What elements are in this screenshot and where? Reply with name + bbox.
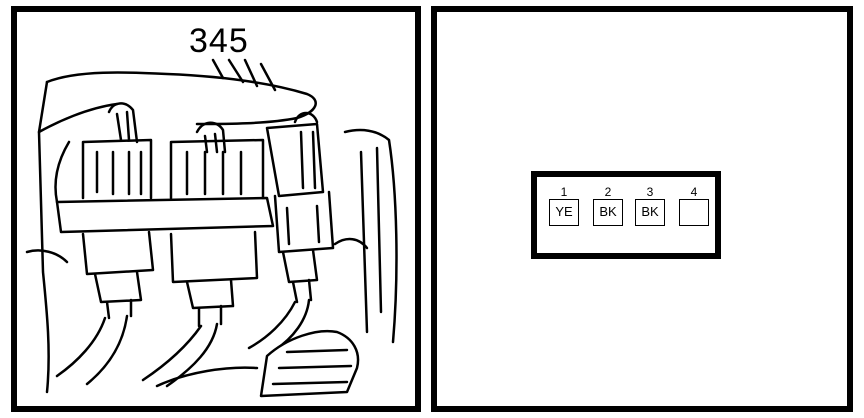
pin-3-number: 3 (646, 185, 654, 199)
pin-1: 1 YE (547, 186, 581, 226)
pin-1-wire-color: YE (549, 199, 579, 226)
connector-face-view: 1 YE 2 BK 3 BK 4 (431, 6, 853, 412)
pin-3-wire-color: BK (635, 199, 665, 226)
pin-4: 4 (677, 186, 711, 226)
reference-number-label: 345 (189, 22, 249, 60)
pin-2-number: 2 (604, 185, 612, 199)
component-illustration (25, 58, 398, 398)
pin-2-wire-color: BK (593, 199, 623, 226)
component-location-view: 345 (11, 6, 421, 412)
pin-1-number: 1 (560, 185, 568, 199)
pin-4-wire-color (679, 199, 709, 226)
pin-3: 3 BK (633, 186, 667, 226)
pin-2: 2 BK (591, 186, 625, 226)
pin-4-number: 4 (690, 185, 698, 199)
connector-face: 1 YE 2 BK 3 BK 4 (531, 171, 721, 259)
